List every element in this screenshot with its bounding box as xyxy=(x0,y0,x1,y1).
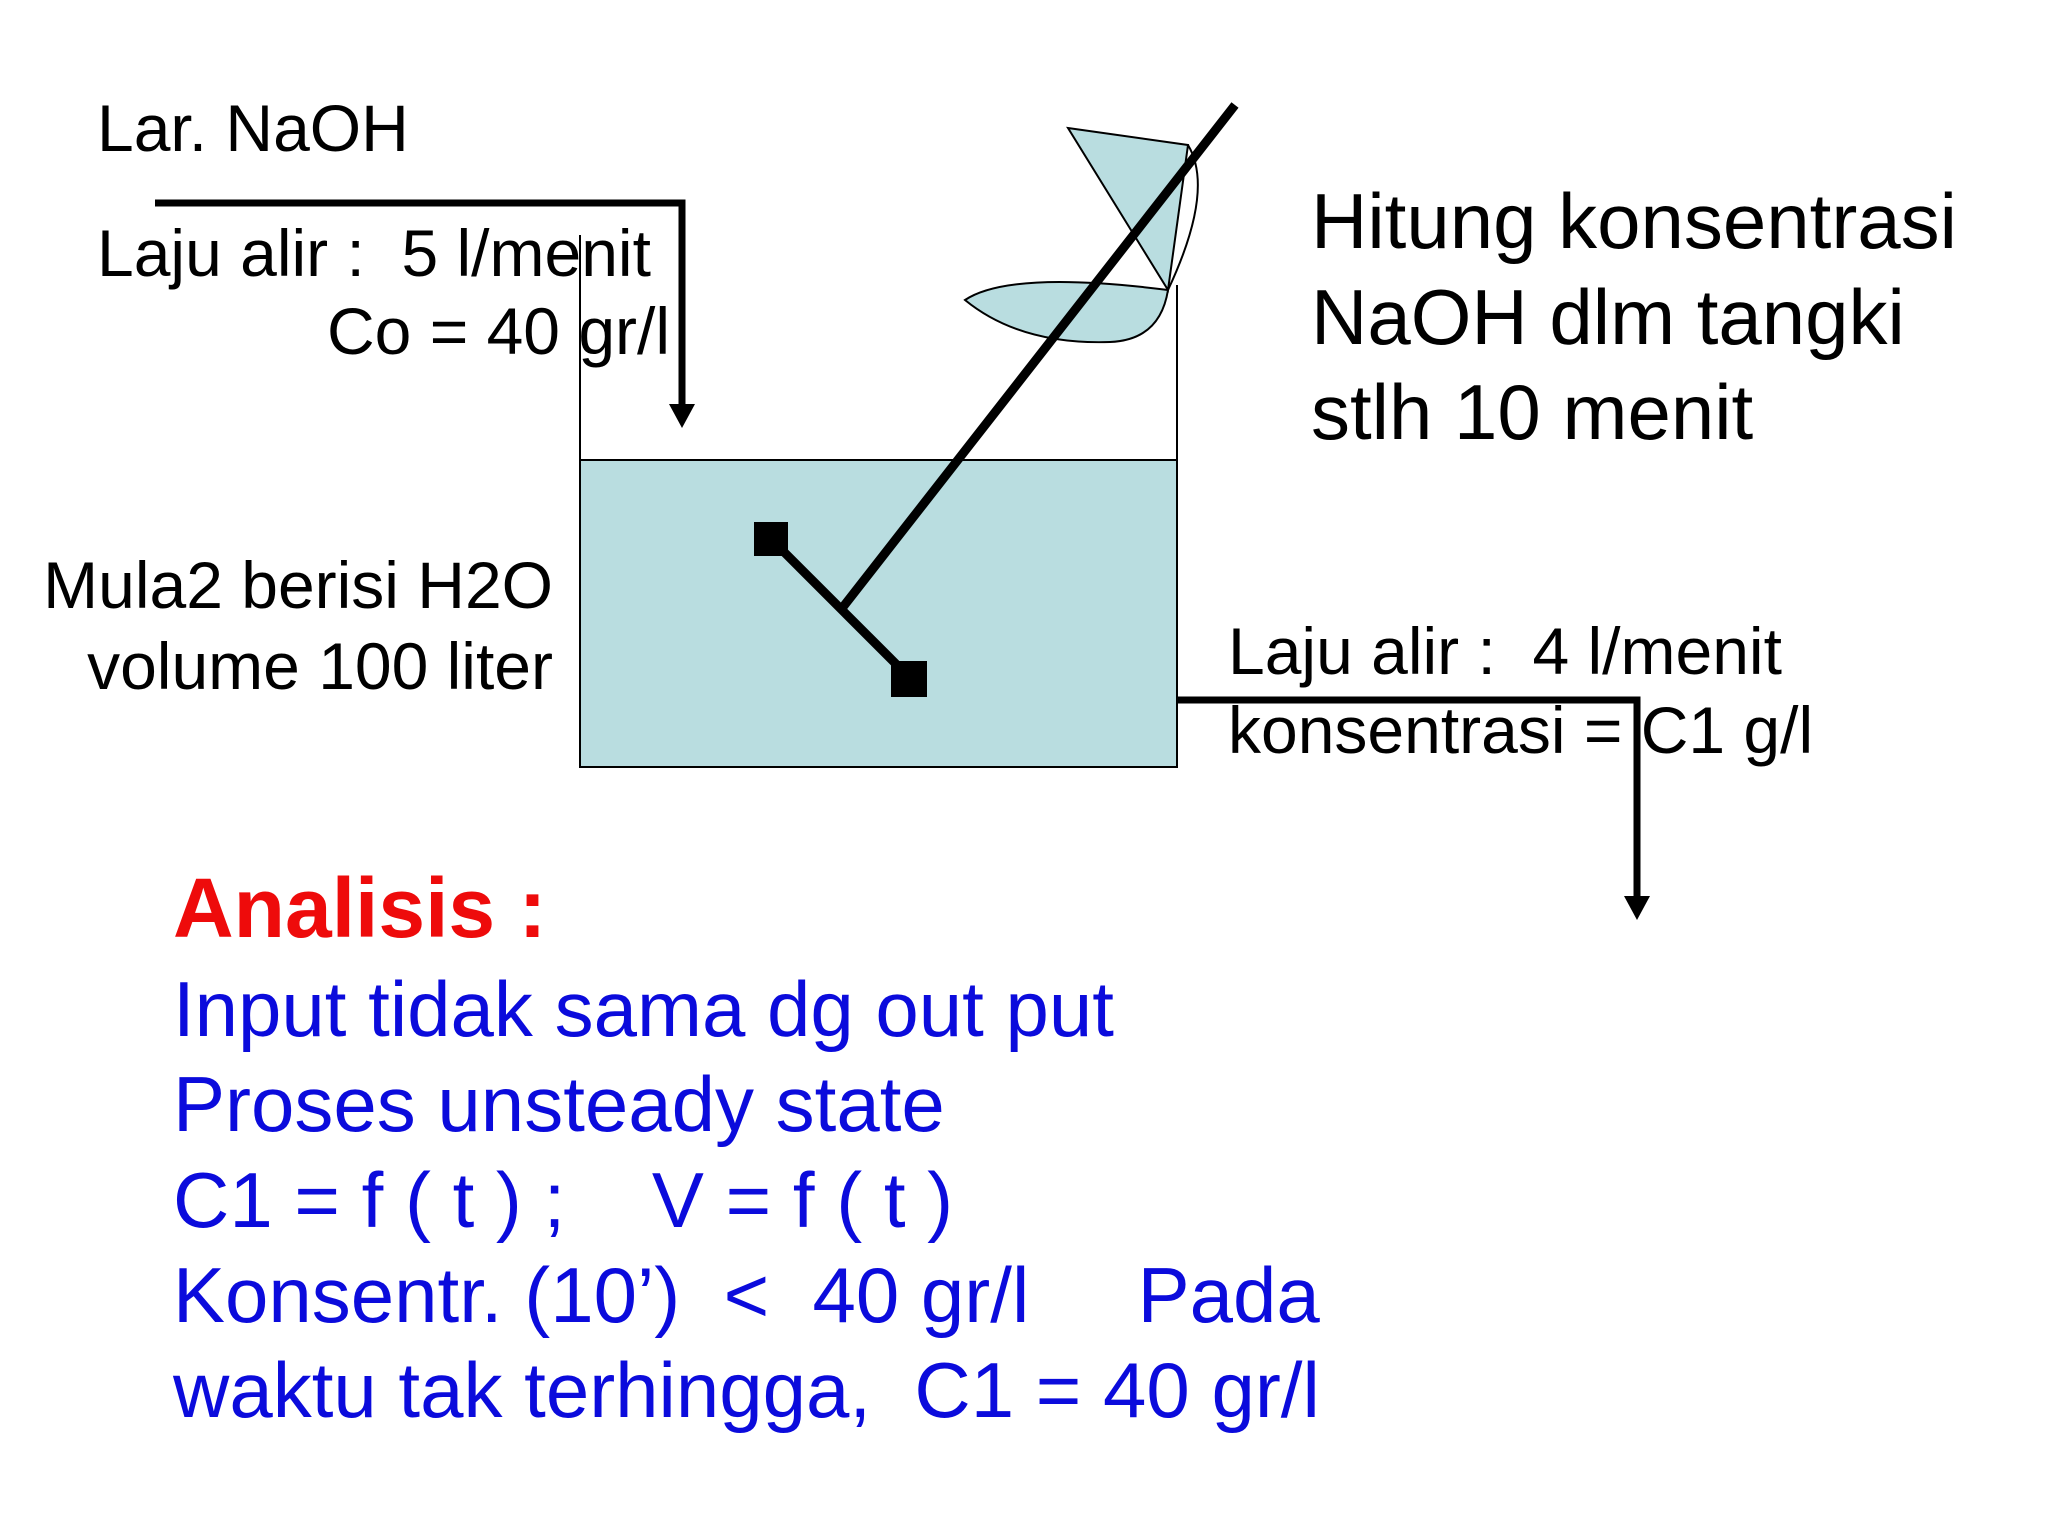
analysis-line: C1 = f ( t ) ; V = f ( t ) xyxy=(173,1156,954,1244)
outlet-pipe xyxy=(1177,696,1641,900)
inlet-arrow-head xyxy=(669,404,695,428)
inlet-flow-label: Laju alir : 5 l/menit xyxy=(97,216,651,290)
analysis-line: Proses unsteady state xyxy=(173,1060,945,1148)
motor-blade-lower xyxy=(963,281,1170,344)
analysis-line: Input tidak sama dg out put xyxy=(173,965,1114,1053)
tank-initial-line1: Mula2 berisi H2O xyxy=(43,548,553,622)
impeller-paddle-2 xyxy=(891,661,927,697)
inlet-conc-label: Co = 40 gr/l xyxy=(327,294,671,368)
impeller-arm xyxy=(766,534,914,682)
inlet-solution-label: Lar. NaOH xyxy=(97,91,409,165)
analysis-line: waktu tak terhingga, C1 = 40 gr/l xyxy=(173,1346,1320,1434)
tank-liquid xyxy=(579,459,1178,768)
outlet-arrow-head xyxy=(1624,896,1650,920)
motor-blade-upper xyxy=(1066,126,1190,293)
analysis-heading: Analisis : xyxy=(173,861,547,955)
question-line1: Hitung konsentrasi xyxy=(1311,177,1958,265)
impeller-paddle-1 xyxy=(754,522,788,556)
question-line2: NaOH dlm tangki xyxy=(1311,273,1905,361)
outlet-conc-label: konsentrasi = C1 g/l xyxy=(1228,693,1814,767)
question-line3: stlh 10 menit xyxy=(1311,368,1754,456)
tank-initial-line2: volume 100 liter xyxy=(87,629,553,703)
agitator-shaft xyxy=(839,102,1239,610)
outlet-flow-label: Laju alir : 4 l/menit xyxy=(1228,614,1782,688)
analysis-line: Konsentr. (10’) < 40 gr/l Pada xyxy=(173,1251,1320,1339)
inlet-pipe xyxy=(155,199,686,408)
